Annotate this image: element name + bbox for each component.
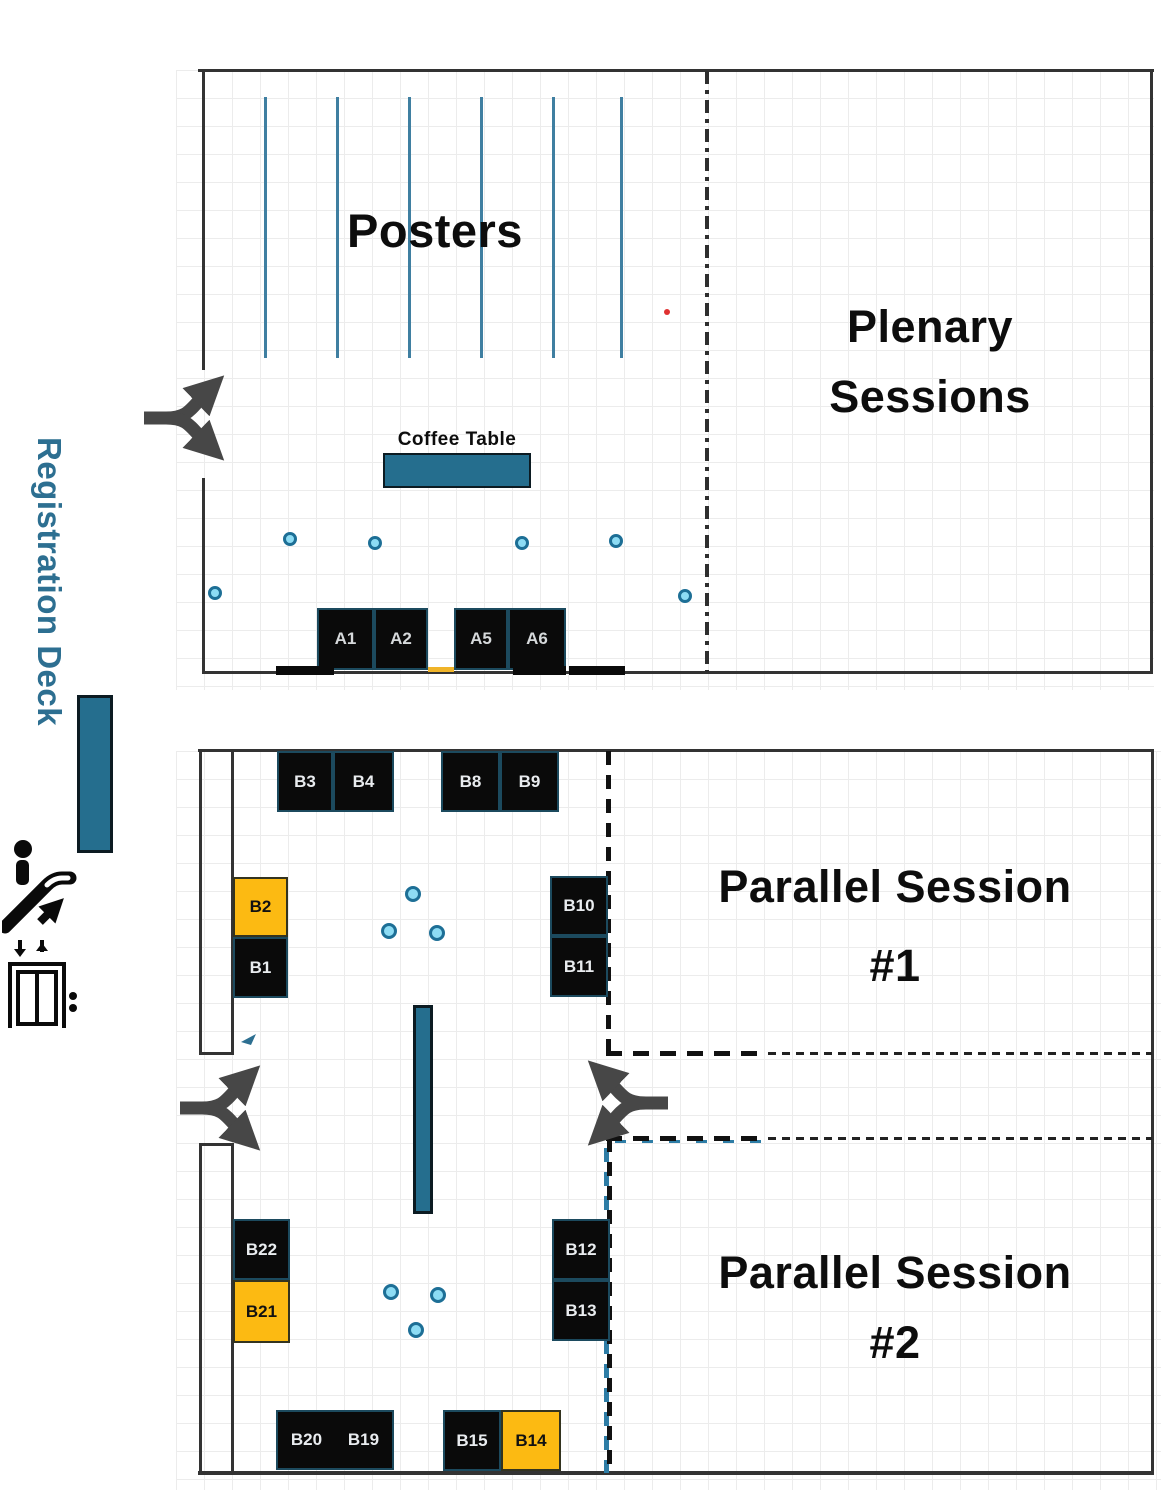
top-room-wall-left-lower xyxy=(202,478,205,674)
booth-B3: B3 xyxy=(277,751,333,812)
booth-B22: B22 xyxy=(233,1219,290,1280)
booth-B1: B1 xyxy=(233,937,288,998)
elevator-icon xyxy=(8,940,77,1028)
top-room-wall-left-upper xyxy=(202,69,205,370)
chair-dot xyxy=(609,534,623,548)
lower-wall-bottom xyxy=(198,1471,1154,1475)
booth-B11: B11 xyxy=(550,936,608,997)
wall-bar-yellow xyxy=(428,667,454,672)
entrance-branch-arrow xyxy=(144,375,225,461)
wall-bar xyxy=(569,666,625,675)
poster-board-line xyxy=(620,97,623,358)
chair-dot xyxy=(408,1322,424,1338)
top-room-grid xyxy=(176,70,1154,690)
top-room-wall-bottom xyxy=(202,671,1153,674)
chair-dot xyxy=(383,1284,399,1300)
corridor-wall-cap-bottom xyxy=(199,1143,234,1146)
top-room-wall-right xyxy=(1150,69,1153,674)
red-dot-marker xyxy=(664,309,670,315)
booth-B20-B19: B20 B19 xyxy=(276,1410,394,1470)
poster-board-line xyxy=(480,97,483,358)
booth-B20-label: B20 xyxy=(290,1430,323,1449)
booth-B14: B14 xyxy=(501,1410,561,1471)
chair-dot xyxy=(405,886,421,902)
plenary-title-line2: Sessions xyxy=(829,370,1031,422)
plenary-divider-dashed-line xyxy=(705,71,709,672)
wall-bar xyxy=(513,666,566,675)
lower-wall-right xyxy=(1151,749,1154,1475)
parallel2-dashed-teal-underlay xyxy=(606,1140,768,1143)
plenary-title-line1: Plenary xyxy=(846,301,1014,352)
parallel-session-2-line2: #2 xyxy=(869,1316,921,1368)
chair-dot xyxy=(430,1287,446,1303)
escalator-icon xyxy=(2,840,77,934)
booth-B4: B4 xyxy=(333,751,394,812)
registration-deck-label: Registration Deck xyxy=(31,437,68,727)
booth-B21: B21 xyxy=(233,1280,290,1343)
parallel-session-2-title: Parallel Session #2 xyxy=(645,1238,1145,1378)
parallel-session-1-line2: #1 xyxy=(869,939,921,991)
poster-board-line xyxy=(408,97,411,358)
booth-B13: B13 xyxy=(552,1280,610,1341)
poster-board-line xyxy=(336,97,339,358)
chair-dot xyxy=(429,925,445,941)
coffee-table-label: Coffee Table xyxy=(397,429,517,450)
corridor-wall-upper xyxy=(231,749,234,1055)
corridor-branch-arrow-right xyxy=(587,1060,668,1146)
booth-B10: B10 xyxy=(550,876,608,936)
lower-wall-left-lower xyxy=(199,1143,202,1473)
plenary-title: Plenary Sessions xyxy=(755,292,1105,432)
posters-title: Posters xyxy=(347,204,523,257)
poster-board-line xyxy=(552,97,555,358)
booth-B15: B15 xyxy=(443,1410,501,1471)
parallel1-dashed-wall-horizontal xyxy=(606,1051,768,1056)
parallel1-dashed-wall-horizontal-fine xyxy=(768,1052,1152,1055)
booth-A2: A2 xyxy=(374,608,428,670)
chair-dot xyxy=(381,923,397,939)
cursor-triangle xyxy=(241,1034,256,1045)
top-room-wall-top xyxy=(198,69,1154,72)
registration-desk xyxy=(77,695,113,853)
parallel-session-2-line1: Parallel Session xyxy=(718,1247,1072,1298)
chair-dot xyxy=(368,536,382,550)
coffee-table xyxy=(383,453,531,488)
wall-bar xyxy=(276,666,334,675)
lower-wall-left-upper xyxy=(199,749,202,1055)
booth-B12: B12 xyxy=(552,1219,610,1280)
booth-A5: A5 xyxy=(454,608,508,670)
booth-A6: A6 xyxy=(508,608,566,670)
corridor-branch-arrow-left xyxy=(180,1065,261,1151)
poster-board-line xyxy=(264,97,267,358)
booth-B9: B9 xyxy=(500,751,559,812)
chair-dot xyxy=(678,589,692,603)
corridor-wall-lower xyxy=(231,1143,234,1473)
parallel1-dashed-wall-vertical xyxy=(606,751,611,1053)
center-partition xyxy=(413,1005,433,1214)
booth-A1: A1 xyxy=(317,608,374,670)
chair-dot xyxy=(515,536,529,550)
parallel2-dashed-wall-horizontal-fine xyxy=(768,1137,1152,1140)
booth-B2: B2 xyxy=(233,877,288,937)
lower-wall-top xyxy=(198,749,1154,752)
chair-dot xyxy=(208,586,222,600)
booth-B19-label: B19 xyxy=(347,1430,380,1449)
lower-room-grid xyxy=(176,751,1161,1490)
corridor-wall-cap-top xyxy=(199,1052,234,1055)
parallel2-dashed-wall-horizontal xyxy=(606,1136,768,1141)
chair-dot xyxy=(283,532,297,546)
parallel-session-1-line1: Parallel Session xyxy=(718,861,1072,912)
parallel-session-1-title: Parallel Session #1 xyxy=(645,848,1145,1006)
booth-B8: B8 xyxy=(441,751,500,812)
